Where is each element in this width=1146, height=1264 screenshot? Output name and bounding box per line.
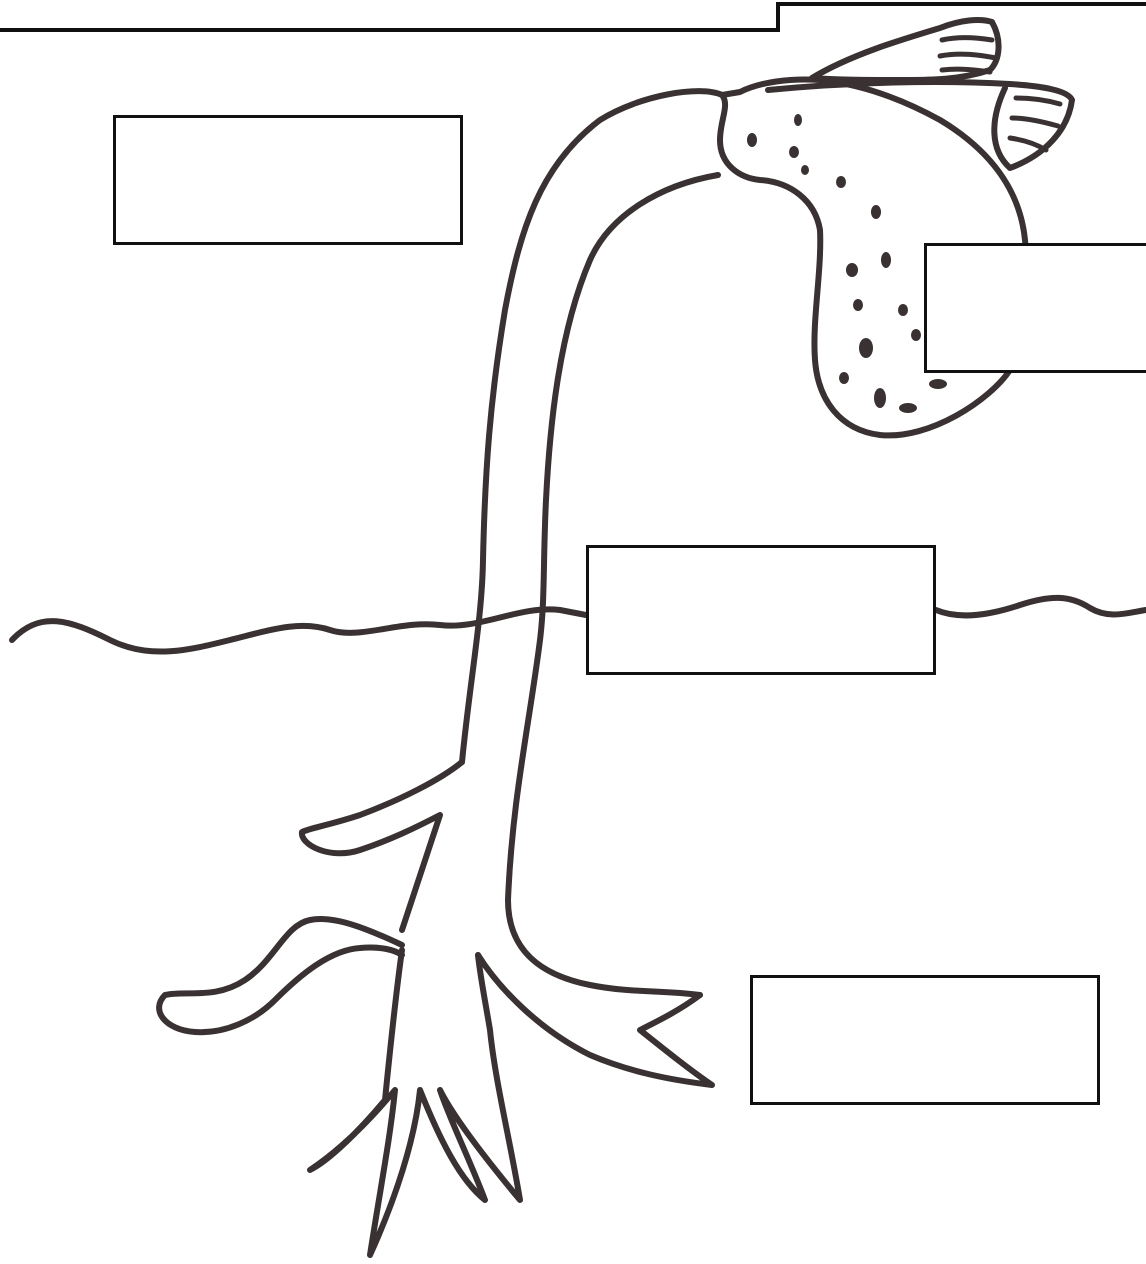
label-box-roots[interactable] bbox=[750, 975, 1100, 1105]
label-box-roots-text bbox=[753, 978, 1097, 1102]
root-left-branch-upper bbox=[302, 762, 462, 930]
label-box-top-left[interactable] bbox=[113, 115, 463, 245]
soil-line bbox=[12, 598, 1146, 652]
root-main-lower bbox=[310, 950, 520, 1255]
label-box-seed[interactable] bbox=[924, 243, 1146, 373]
seed-dots bbox=[747, 114, 947, 413]
label-box-ground[interactable] bbox=[586, 545, 936, 675]
plumule-leaf-lower bbox=[768, 82, 1072, 168]
label-box-seed-text bbox=[927, 246, 1146, 370]
label-box-ground-text bbox=[589, 548, 933, 672]
root-left-loop bbox=[159, 919, 402, 1032]
plumule-stripes-upper bbox=[940, 38, 996, 72]
label-box-top-left-text bbox=[116, 118, 460, 242]
root-right-branch bbox=[478, 955, 712, 1085]
